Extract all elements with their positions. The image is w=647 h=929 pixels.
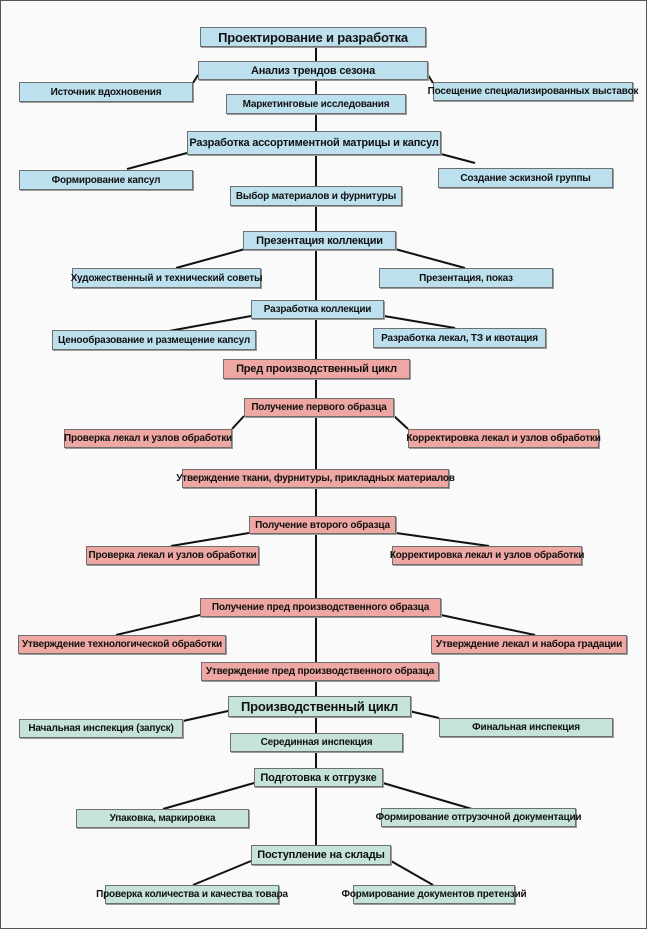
- middle-inspection-node[interactable]: Серединная инспекция: [230, 733, 403, 752]
- check-patterns-2-node[interactable]: Проверка лекал и узлов обработки: [86, 546, 259, 565]
- connector: [192, 860, 252, 886]
- connector: [182, 710, 229, 722]
- final-inspection-node[interactable]: Финальная инспекция: [439, 718, 613, 737]
- materials-choice-node[interactable]: Выбор материалов и фурнитуры: [230, 186, 402, 206]
- warehouse-arrival-node[interactable]: Поступление на склады: [251, 845, 391, 865]
- production-phase-title[interactable]: Производственный цикл: [228, 696, 411, 717]
- connector: [427, 74, 434, 84]
- connector: [162, 782, 255, 810]
- connector: [382, 782, 473, 810]
- collection-development-node[interactable]: Разработка коллекции: [251, 300, 384, 319]
- marketing-research-node[interactable]: Маркетинговые исследования: [226, 94, 406, 114]
- connector: [440, 614, 536, 636]
- assortment-matrix-node[interactable]: Разработка ассортиментной матрицы и капс…: [187, 131, 441, 155]
- preproduction-phase-title[interactable]: Пред производственный цикл: [223, 359, 410, 379]
- initial-inspection-node[interactable]: Начальная инспекция (запуск): [19, 719, 183, 738]
- connector: [408, 710, 440, 719]
- approve-tech-node[interactable]: Утверждение технологической обработки: [18, 635, 226, 654]
- connector: [383, 315, 456, 329]
- capsule-forming-node[interactable]: Формирование капсул: [19, 170, 193, 190]
- connector: [170, 532, 250, 547]
- claims-docs-node[interactable]: Формирование документов претензий: [342, 885, 527, 904]
- shipping-docs-node[interactable]: Формирование отгрузочной документации: [376, 808, 582, 827]
- check-patterns-1-node[interactable]: Проверка лекал и узлов обработки: [64, 429, 232, 448]
- trend-analysis-node[interactable]: Анализ трендов сезона: [198, 61, 428, 80]
- connector: [192, 74, 199, 84]
- shipment-prep-node[interactable]: Подготовка к отгрузке: [254, 768, 383, 787]
- approve-preprod-sample-node[interactable]: Утверждение пред производственного образ…: [201, 662, 439, 681]
- preprod-sample-node[interactable]: Получение пред производственного образца: [200, 598, 441, 617]
- approve-fabrics-node[interactable]: Утверждение ткани, фурнитуры, прикладных…: [176, 469, 455, 488]
- quantity-quality-check-node[interactable]: Проверка количества и качества товара: [96, 885, 288, 904]
- connector: [394, 248, 466, 269]
- connector: [115, 614, 201, 636]
- packing-labeling-node[interactable]: Упаковка, маркировка: [76, 809, 249, 828]
- connector: [395, 532, 490, 547]
- approve-grading-node[interactable]: Утверждение лекал и набора градации: [431, 635, 627, 654]
- first-sample-node[interactable]: Получение первого образца: [244, 398, 394, 417]
- connector: [168, 315, 252, 332]
- connector: [440, 153, 476, 164]
- patterns-tz-quota-node[interactable]: Разработка лекал, ТЗ и квотация: [373, 328, 546, 348]
- presentation-show-node[interactable]: Презентация, показ: [379, 268, 553, 288]
- inspiration-source-node[interactable]: Источник вдохновения: [19, 82, 193, 102]
- correct-patterns-1-node[interactable]: Корректировка лекал и узлов обработки: [406, 429, 601, 448]
- connector: [126, 152, 188, 170]
- connector: [390, 860, 434, 886]
- sketch-group-node[interactable]: Создание эскизной группы: [438, 168, 613, 188]
- collection-presentation-node[interactable]: Презентация коллекции: [243, 231, 396, 250]
- correct-patterns-2-node[interactable]: Корректировка лекал и узлов обработки: [390, 546, 584, 565]
- second-sample-node[interactable]: Получение второго образца: [249, 516, 396, 534]
- connector: [175, 248, 246, 269]
- connector: [231, 415, 245, 430]
- connector: [393, 415, 409, 430]
- art-tech-councils-node[interactable]: Художественный и технический советы: [71, 268, 262, 288]
- exhibitions-visit-node[interactable]: Посещение специализированных выставок: [428, 82, 639, 101]
- design-phase-title[interactable]: Проектирование и разработка: [200, 27, 426, 47]
- pricing-placement-node[interactable]: Ценообразование и размещение капсул: [52, 330, 256, 350]
